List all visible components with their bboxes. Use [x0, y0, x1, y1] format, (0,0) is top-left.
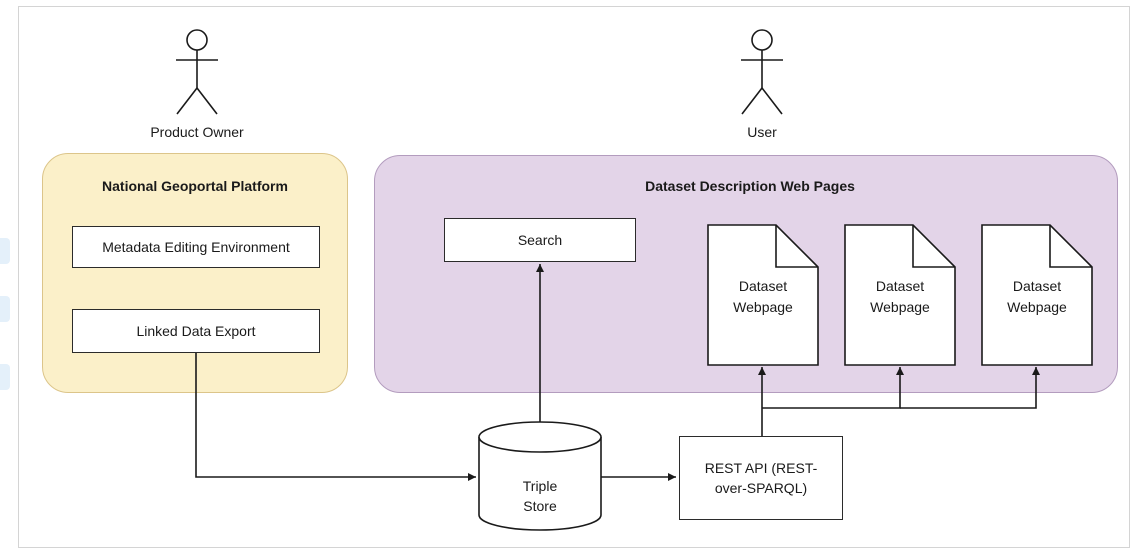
connector-export-to-store — [195, 353, 476, 481]
user-actor-icon — [741, 29, 783, 115]
dataset-webpage-label: Dataset Webpage — [989, 276, 1085, 318]
user-label: User — [747, 124, 777, 140]
edge-marker — [0, 238, 10, 264]
dataset-webpage-line2: Webpage — [733, 299, 793, 315]
dataset-webpage-line2: Webpage — [1007, 299, 1067, 315]
national-geoportal-title: National Geoportal Platform — [102, 178, 288, 194]
dataset-webpage-document-icon — [707, 224, 819, 366]
triple-store-line2: Store — [523, 498, 557, 514]
metadata-editing-environment-box: Metadata Editing Environment — [72, 226, 320, 268]
dataset-webpage-document-icon — [981, 224, 1093, 366]
triple-store-cylinder-icon — [478, 421, 602, 531]
rest-api-box: REST API (REST- over-SPARQL) — [679, 436, 843, 520]
product-owner-actor-icon — [176, 29, 218, 115]
dataset-webpage-label: Dataset Webpage — [715, 276, 811, 318]
edge-marker — [0, 364, 10, 390]
triple-store-line1: Triple — [522, 478, 558, 494]
dataset-webpage-line1: Dataset — [875, 278, 925, 294]
search-box: Search — [444, 218, 636, 262]
connector-api-to-webpage-2 — [762, 367, 904, 409]
dataset-webpage-document-icon — [844, 224, 956, 366]
triple-store-label: Triple Store — [485, 476, 595, 516]
rest-api-line2: over-SPARQL) — [714, 480, 808, 496]
metadata-editing-label: Metadata Editing Environment — [102, 239, 290, 255]
search-label: Search — [517, 232, 563, 248]
dataset-webpage-line1: Dataset — [1012, 278, 1062, 294]
edge-marker — [0, 296, 10, 322]
rest-api-line1: REST API (REST- — [704, 460, 818, 476]
connector-api-to-webpage-3 — [900, 367, 1040, 409]
national-geoportal-container — [42, 153, 348, 393]
product-owner-label: Product Owner — [150, 124, 244, 140]
linked-data-export-label: Linked Data Export — [136, 323, 256, 339]
dataset-webpage-label: Dataset Webpage — [852, 276, 948, 318]
dataset-webpage-line2: Webpage — [870, 299, 930, 315]
linked-data-export-box: Linked Data Export — [72, 309, 320, 353]
dataset-description-title: Dataset Description Web Pages — [645, 178, 855, 194]
dataset-webpage-line1: Dataset — [738, 278, 788, 294]
